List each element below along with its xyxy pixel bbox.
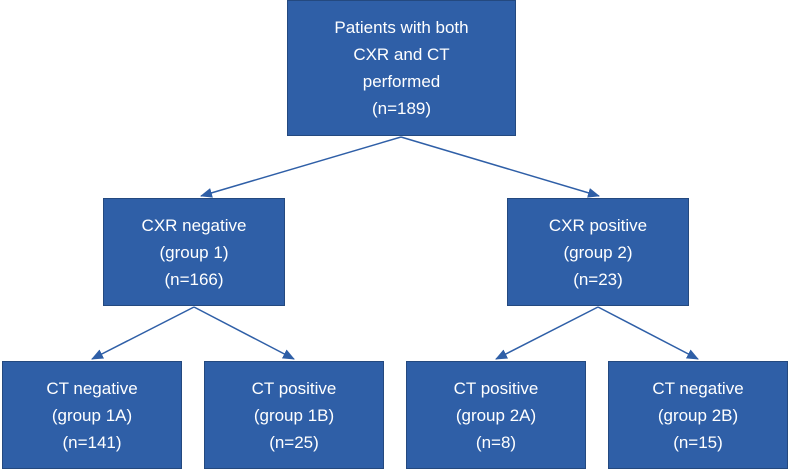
node-label-line: CT positive [453, 378, 539, 398]
node-cxr-negative-group1: CXR negative (group 1) (n=166) [103, 198, 285, 306]
node-count: (n=23) [573, 269, 623, 289]
arrow-group2-to-group2a [495, 306, 599, 360]
node-group-label: (group 2B) [657, 405, 739, 425]
node-count: (n=25) [269, 432, 319, 452]
node-count: (n=189) [371, 99, 432, 118]
node-label-line: performed [362, 72, 441, 91]
node-count: (n=166) [164, 269, 224, 289]
node-label-line: CT negative [46, 378, 138, 398]
node-group-label: (group 1A) [51, 405, 133, 425]
node-group-label: (group 1) [159, 242, 229, 262]
node-label-line: CXR positive [548, 215, 648, 235]
node-ct-negative-group1a: CT negative (group 1A) (n=141) [2, 361, 182, 469]
node-ct-positive-group2a: CT positive (group 2A) (n=8) [406, 361, 586, 469]
node-all-patients: Patients with both CXR and CT performed … [287, 0, 516, 136]
node-ct-positive-group1b: CT positive (group 1B) (n=25) [204, 361, 384, 469]
arrow-root-to-group1 [200, 136, 402, 198]
node-group-label: (group 1B) [253, 405, 335, 425]
node-count: (n=141) [62, 432, 122, 452]
arrow-root-to-group2 [400, 136, 600, 198]
arrow-group1-to-group1a [91, 306, 195, 360]
node-label-line: CXR and CT [353, 45, 450, 64]
node-ct-negative-group2b: CT negative (group 2B) (n=15) [608, 361, 788, 469]
node-cxr-positive-group2: CXR positive (group 2) (n=23) [507, 198, 689, 306]
arrow-group1-to-group1b [193, 306, 295, 360]
node-group-label: (group 2A) [455, 405, 537, 425]
node-label-line: CT positive [251, 378, 337, 398]
node-count: (n=8) [475, 432, 517, 452]
node-label-line: CXR negative [141, 215, 247, 235]
arrow-group2-to-group2b [597, 306, 699, 360]
node-label-line: CT negative [652, 378, 744, 398]
node-count: (n=15) [673, 432, 723, 452]
node-group-label: (group 2) [563, 242, 633, 262]
node-label-line: Patients with both [334, 18, 469, 37]
